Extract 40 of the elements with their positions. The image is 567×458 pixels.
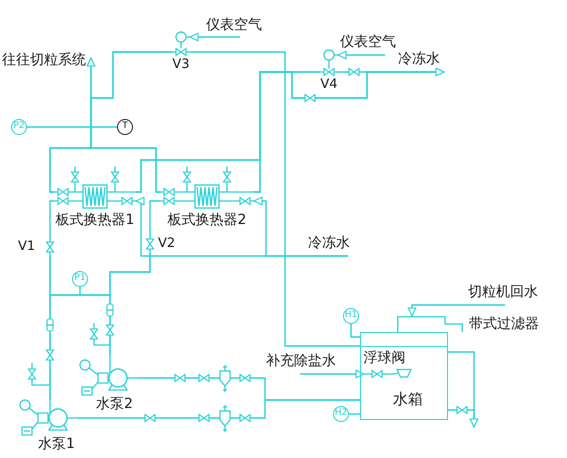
- instrument-tag: H2: [333, 406, 349, 422]
- flow-arrow: [135, 196, 348, 257]
- equipment-label: 浮球阀: [364, 350, 406, 366]
- pipe-line: [49, 256, 111, 355]
- flow-label: 冷冻水: [398, 50, 440, 68]
- equipment-label: 水泵2: [96, 396, 133, 412]
- instrument-tag: P2: [11, 119, 27, 135]
- instrument-tag: H1: [343, 308, 359, 324]
- flow-arrow: [189, 32, 240, 42]
- instrument-tag: P1: [72, 271, 88, 287]
- flow-label: 冷冻水: [308, 234, 350, 252]
- pipe-line: [78, 399, 360, 419]
- flow-label: 往往切粒系统: [2, 50, 86, 70]
- pipe-line: [350, 324, 360, 338]
- flow-arrow: [337, 50, 385, 60]
- instrument-tag: T: [117, 119, 133, 135]
- equipment-label: 板式换热器1: [56, 211, 134, 229]
- pipe-line: [27, 126, 117, 128]
- flow-arrow: [254, 68, 445, 193]
- flow-label: 切粒机回水: [468, 283, 538, 301]
- equipment-label: 板式换热器2: [168, 211, 246, 229]
- pipe-line: [90, 51, 172, 193]
- pipe-line: [349, 413, 360, 415]
- flow-arrow: [408, 304, 505, 317]
- equipment-label: 带式过滤器: [469, 316, 539, 332]
- pipe-line: [79, 287, 81, 295]
- flow-label: 仪表空气: [206, 16, 262, 34]
- flow-arrow: [300, 370, 365, 378]
- valve-label: V1: [18, 238, 36, 256]
- equipment-label: 水泵1: [38, 436, 75, 452]
- flow-label: 补充除盐水: [266, 352, 336, 370]
- water-tank: [360, 332, 448, 420]
- pipe-line: [149, 200, 160, 235]
- flow-label: 仪表空气: [340, 33, 396, 51]
- tank-label: 水箱: [393, 390, 423, 408]
- pipe-line: [190, 51, 360, 347]
- valve-label: V3: [172, 57, 190, 72]
- valve-label: V2: [158, 235, 176, 253]
- valve-label: V4: [320, 77, 338, 92]
- pipe-line: [49, 200, 54, 238]
